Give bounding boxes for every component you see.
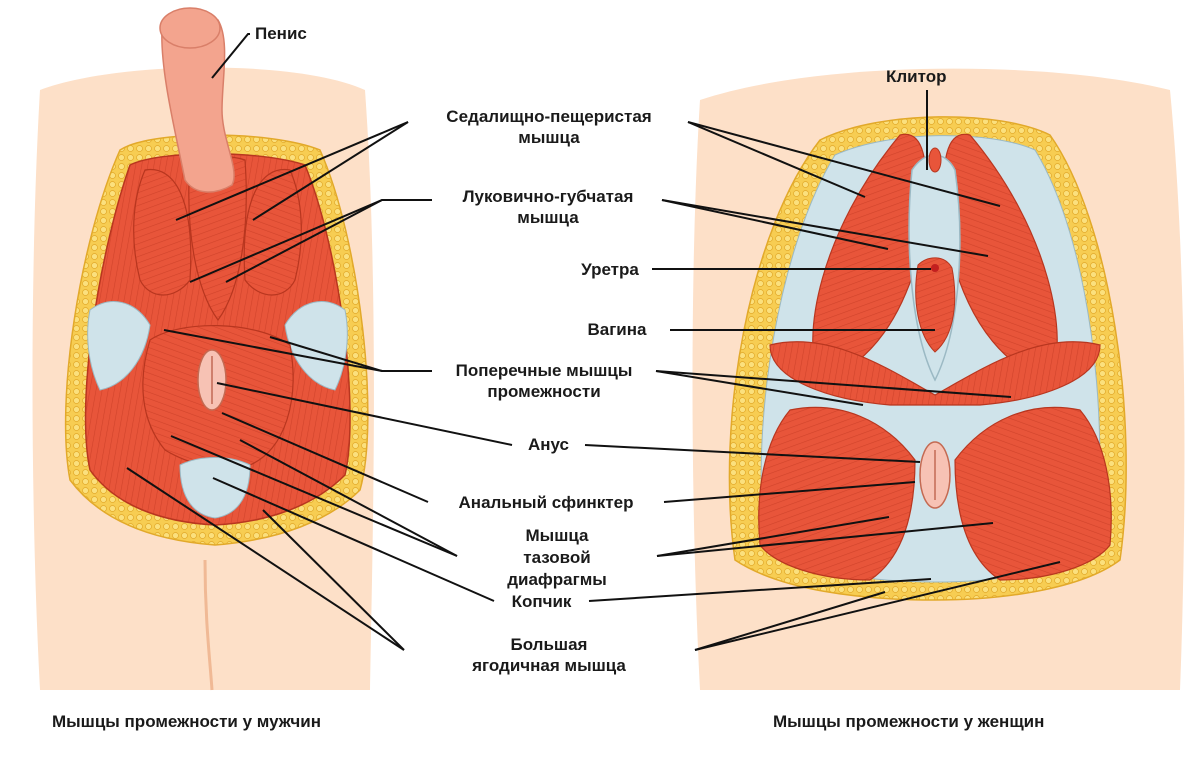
leader-gluteus-d bbox=[694, 561, 1061, 651]
label-anal-sphincter: Анальный сфинктер bbox=[458, 493, 634, 512]
leader-bulbo-b bbox=[225, 199, 383, 283]
leader-lines bbox=[126, 33, 1061, 651]
label-bulbospongiosus-line2: мышца bbox=[517, 208, 579, 227]
label-bulbospongiosus-line1: Луковично-губчатая bbox=[462, 187, 634, 206]
label-gluteus: Большая ягодичная мышца bbox=[404, 634, 694, 676]
label-gluteus-line2: ягодичная мышца bbox=[472, 656, 626, 675]
leader-trans-c bbox=[655, 370, 864, 406]
leader-ischio-a bbox=[175, 121, 409, 221]
leader-pelvic-a bbox=[170, 435, 458, 557]
leader-pelvic-d bbox=[656, 522, 994, 557]
leader-pelvic-c bbox=[656, 516, 890, 557]
leader-ischio-b bbox=[252, 121, 409, 221]
leader-trans-b bbox=[269, 336, 383, 372]
label-ischiocavernosus-line1: Седалищно-пещеристая bbox=[446, 107, 652, 126]
leader-gluteus-c bbox=[694, 591, 886, 651]
leader-bulbo-d bbox=[661, 199, 989, 257]
male-fascia-right bbox=[284, 301, 348, 391]
female-transverse bbox=[769, 341, 1101, 406]
label-pelvic-diaphragm: Мышца тазовой диафрагмы bbox=[457, 525, 657, 591]
leader-ischio-c bbox=[687, 121, 866, 198]
label-ischiocavernosus: Седалищно-пещеристая мышца bbox=[408, 106, 690, 148]
male-penis bbox=[161, 11, 235, 193]
leader-gluteus-b bbox=[262, 509, 405, 651]
caption-female: Мышцы промежности у женщин bbox=[773, 712, 1045, 731]
female-urethra bbox=[931, 264, 939, 272]
female-vagina bbox=[915, 257, 956, 353]
leader-gluteus-a bbox=[126, 467, 405, 651]
label-pelvic-line2: тазовой bbox=[523, 548, 591, 567]
leader-coccyx-l bbox=[212, 477, 495, 602]
leader-bulbo-c bbox=[661, 199, 889, 250]
caption-male: Мышцы промежности у мужчин bbox=[52, 712, 322, 731]
male-coccyx-fascia bbox=[179, 457, 251, 519]
male-buttock-crease bbox=[203, 559, 214, 691]
leader-pelvic-b bbox=[239, 439, 458, 557]
label-bulbospongiosus: Луковично-губчатая мышца bbox=[432, 186, 664, 228]
label-vagina: Вагина bbox=[587, 320, 647, 339]
male-glans bbox=[159, 7, 221, 49]
female-pelvic-left bbox=[758, 406, 916, 581]
male-ischiocavernosus-left bbox=[133, 168, 192, 296]
male-figure bbox=[32, 7, 374, 691]
label-coccyx: Копчик bbox=[511, 592, 572, 611]
female-clitoris bbox=[928, 147, 942, 173]
label-transverse: Поперечные мышцы промежности bbox=[432, 360, 656, 402]
label-gluteus-line1: Большая bbox=[510, 635, 588, 654]
male-fascia-left bbox=[87, 301, 151, 391]
label-pelvic-line3: диафрагмы bbox=[507, 570, 607, 589]
female-figure bbox=[692, 68, 1185, 691]
label-ischiocavernosus-line2: мышца bbox=[518, 128, 580, 147]
leader-anus-l bbox=[216, 382, 513, 446]
leader-ischio-d bbox=[687, 121, 1001, 207]
leader-anus-r bbox=[584, 444, 921, 463]
label-urethra: Уретра bbox=[581, 260, 639, 279]
label-transverse-line2: промежности bbox=[487, 382, 601, 401]
leader-sphinct-r bbox=[663, 481, 916, 503]
leader-trans-d bbox=[655, 370, 1012, 398]
label-clitoris: Клитор bbox=[886, 67, 947, 86]
leader-sphinct-l bbox=[221, 412, 429, 503]
leader-coccyx-r bbox=[588, 578, 932, 602]
label-penis: Пенис bbox=[255, 24, 307, 43]
leader-penis bbox=[211, 33, 250, 79]
label-anus: Анус bbox=[527, 435, 570, 454]
label-transverse-line1: Поперечные мышцы bbox=[455, 361, 633, 380]
label-pelvic-line1: Мышца bbox=[525, 526, 589, 545]
female-pelvic-right bbox=[954, 406, 1112, 581]
